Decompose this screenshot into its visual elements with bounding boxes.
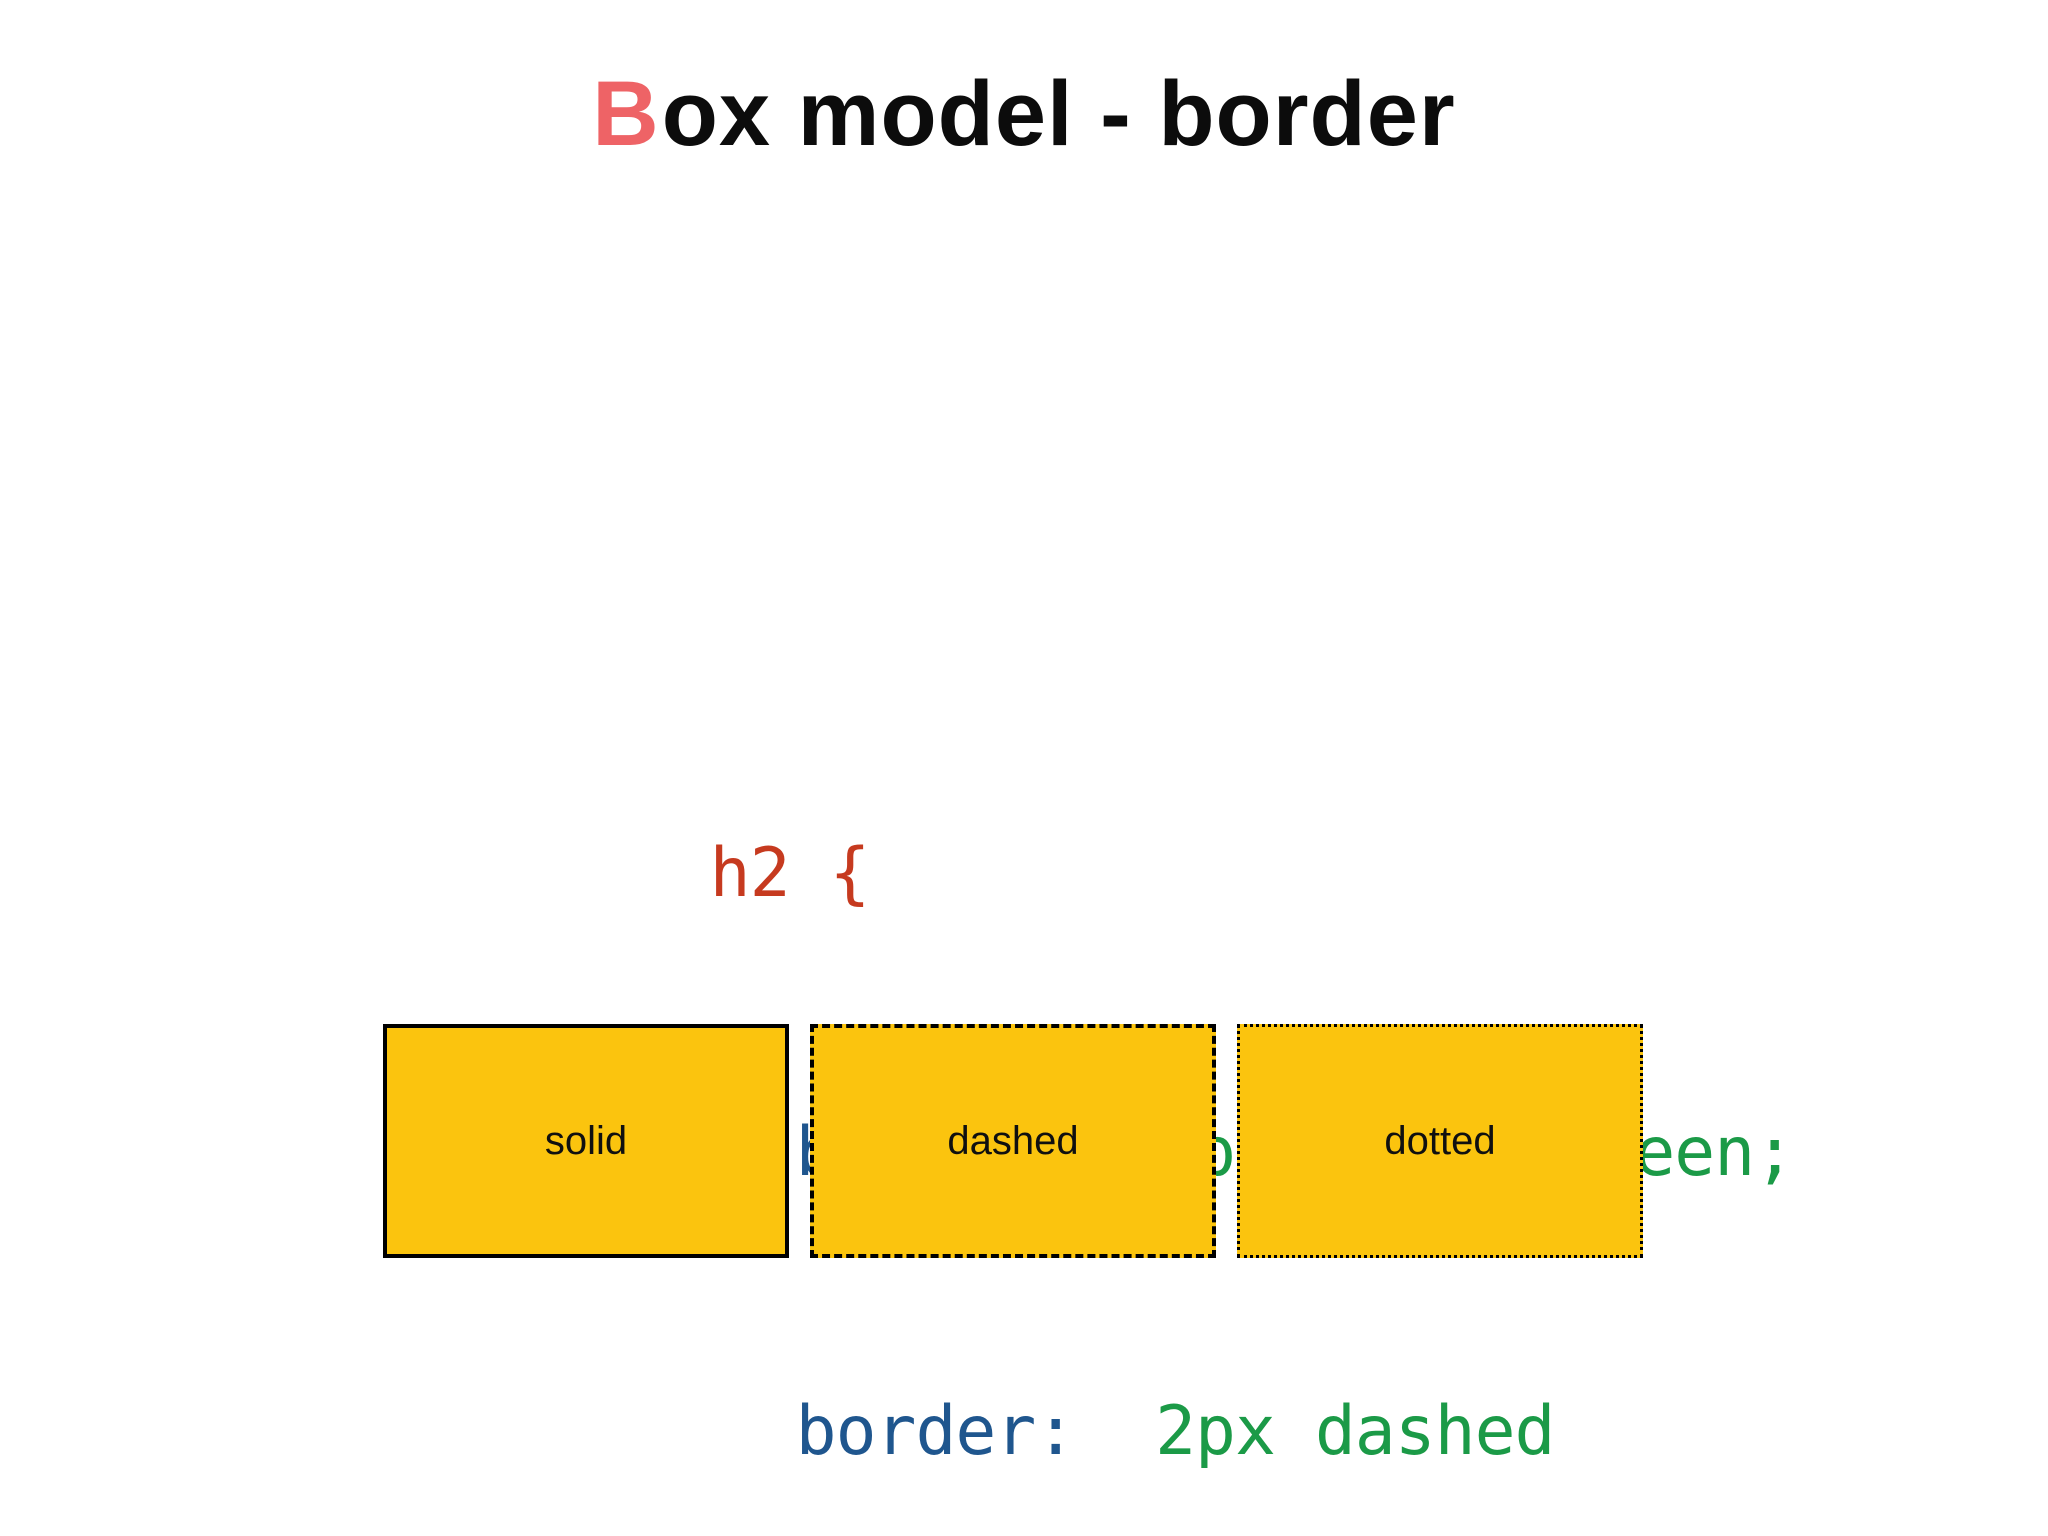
- code-token: h2 {: [709, 834, 871, 913]
- page-title-accent-letter: B: [592, 63, 660, 165]
- code-line-border-dashed: border: 2px dashed: [470, 1292, 1794, 1471]
- code-line-selector: h2 {: [470, 734, 1794, 913]
- demo-box-label: dotted: [1384, 1118, 1496, 1163]
- code-token: border:: [795, 1392, 1077, 1471]
- demo-box-label: dashed: [947, 1118, 1079, 1163]
- demo-box-label: solid: [544, 1118, 628, 1163]
- demo-box-dashed: dashed: [810, 1024, 1216, 1258]
- code-token: 2px dashed: [1075, 1392, 1555, 1471]
- border-demo-row: solid dashed dotted: [383, 1024, 1643, 1258]
- demo-box-solid: solid: [383, 1024, 789, 1258]
- demo-box-dotted: dotted: [1237, 1024, 1643, 1258]
- page-title: Box model - border: [0, 62, 2048, 168]
- page-title-text: ox model - border: [661, 63, 1456, 165]
